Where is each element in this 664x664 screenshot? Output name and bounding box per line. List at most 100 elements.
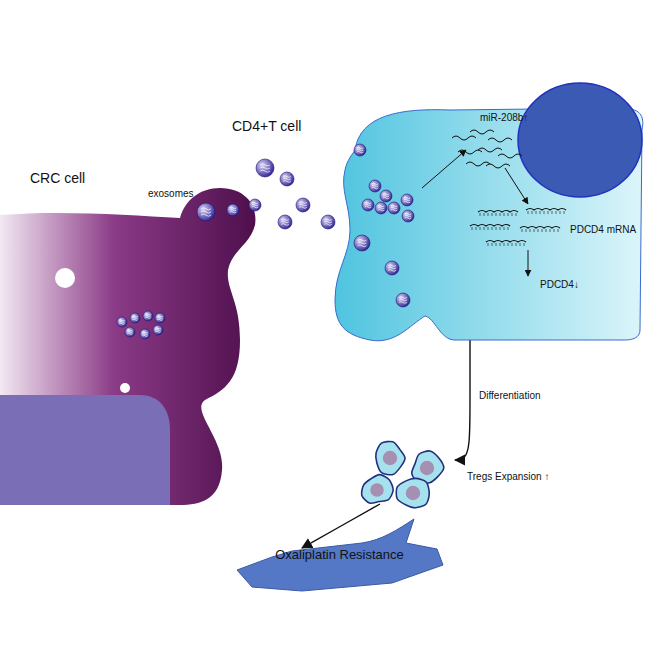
exosome bbox=[396, 293, 410, 307]
exosome bbox=[354, 144, 366, 156]
exosome bbox=[278, 215, 292, 229]
exosome bbox=[125, 327, 135, 337]
exosome bbox=[117, 317, 127, 327]
mrna-base bbox=[534, 229, 535, 232]
mrna-strand bbox=[470, 225, 510, 227]
mirna-strand bbox=[486, 164, 510, 168]
exosome-label: exosomes bbox=[148, 188, 194, 200]
treg-cell bbox=[376, 441, 405, 474]
mrna-base bbox=[526, 229, 527, 232]
exosome bbox=[130, 313, 140, 323]
mrna-base bbox=[552, 211, 553, 214]
mrna-base bbox=[504, 227, 505, 230]
mrna-base bbox=[488, 213, 489, 216]
mirna-strand bbox=[466, 162, 490, 166]
exosome bbox=[227, 204, 239, 216]
mrna-base bbox=[508, 213, 509, 216]
mrna-base bbox=[516, 213, 517, 216]
mrna-strand bbox=[486, 241, 526, 243]
mrna-base bbox=[556, 211, 557, 214]
exosome bbox=[401, 194, 413, 206]
treg-nucleus bbox=[370, 483, 384, 497]
mirna-strand bbox=[452, 136, 476, 140]
mrna-base bbox=[530, 229, 531, 232]
mrna-base bbox=[524, 243, 525, 246]
mrna-base bbox=[488, 227, 489, 230]
pathway-arrow bbox=[528, 250, 529, 276]
exosome bbox=[388, 202, 400, 214]
protein-label: PDCD4↓ bbox=[540, 279, 579, 291]
mrna-base bbox=[484, 213, 485, 216]
mrna-base bbox=[504, 243, 505, 246]
mrna-base bbox=[480, 227, 481, 230]
node-heading: Tregs Expansion ↑ bbox=[467, 471, 549, 483]
mrna-base bbox=[554, 229, 555, 232]
treg-nucleus bbox=[420, 461, 434, 475]
mrna-base bbox=[512, 213, 513, 216]
mirna-label: miR-208b↑ bbox=[480, 112, 528, 124]
mirna-strand bbox=[458, 150, 482, 154]
mrna-base bbox=[496, 213, 497, 216]
exosome bbox=[140, 329, 150, 339]
mrna-base bbox=[492, 213, 493, 216]
node-label: Oxaliplatin Resistance bbox=[232, 548, 447, 563]
exosome bbox=[402, 210, 414, 222]
mrna-base bbox=[508, 227, 509, 230]
treg-cell bbox=[362, 475, 394, 504]
exosome bbox=[354, 235, 370, 251]
exosome bbox=[296, 198, 310, 212]
mrna-base bbox=[496, 243, 497, 246]
mrna-base bbox=[538, 229, 539, 232]
mrna-base bbox=[500, 243, 501, 246]
mirna-strand bbox=[498, 154, 522, 158]
mrna-base bbox=[532, 211, 533, 214]
mrna-base bbox=[508, 243, 509, 246]
exosome bbox=[155, 313, 165, 323]
mrna-base bbox=[542, 229, 543, 232]
edge-label: Differentiation bbox=[478, 390, 542, 402]
mrna-base bbox=[492, 227, 493, 230]
flow-arrow bbox=[455, 340, 470, 460]
node-outline bbox=[0, 160, 265, 515]
treg-cluster: Tregs Expansion ↑ bbox=[355, 438, 455, 510]
node-label: CRC cell bbox=[30, 170, 85, 186]
mrna-base bbox=[504, 213, 505, 216]
cd4-nucleus bbox=[518, 83, 642, 197]
mrna-strand bbox=[526, 209, 566, 211]
mrna-base bbox=[480, 213, 481, 216]
exosome bbox=[249, 199, 261, 211]
mrna-base bbox=[500, 213, 501, 216]
mrna-base bbox=[550, 229, 551, 232]
pathway-arrow bbox=[422, 150, 466, 188]
exosome bbox=[369, 180, 381, 192]
mrna-base bbox=[544, 211, 545, 214]
exosome bbox=[321, 215, 335, 229]
mrna-base bbox=[546, 229, 547, 232]
mrna-base bbox=[522, 229, 523, 232]
mrna-base bbox=[548, 211, 549, 214]
mrna-strand bbox=[520, 227, 560, 229]
treg-nucleus bbox=[383, 451, 397, 465]
mirna-strand bbox=[478, 148, 502, 152]
mrna-strand bbox=[478, 211, 518, 213]
exosome bbox=[153, 325, 163, 335]
mrna-base bbox=[472, 227, 473, 230]
resistance-box: Oxaliplatin Resistance bbox=[232, 515, 447, 595]
exosome bbox=[280, 172, 294, 186]
crc-nucleus bbox=[0, 395, 170, 520]
mrna-base bbox=[488, 243, 489, 246]
exosome bbox=[362, 199, 374, 211]
vacuole bbox=[55, 268, 75, 288]
mrna-base bbox=[496, 227, 497, 230]
mrna-base bbox=[484, 227, 485, 230]
exosome bbox=[380, 190, 392, 202]
mrna-base bbox=[560, 211, 561, 214]
mrna-label: PDCD4 mRNA bbox=[570, 224, 636, 236]
node-outline bbox=[355, 438, 455, 510]
mrna-base bbox=[512, 243, 513, 246]
mrna-base bbox=[500, 227, 501, 230]
node-label: CD4+T cell bbox=[232, 118, 301, 134]
mrna-base bbox=[536, 211, 537, 214]
